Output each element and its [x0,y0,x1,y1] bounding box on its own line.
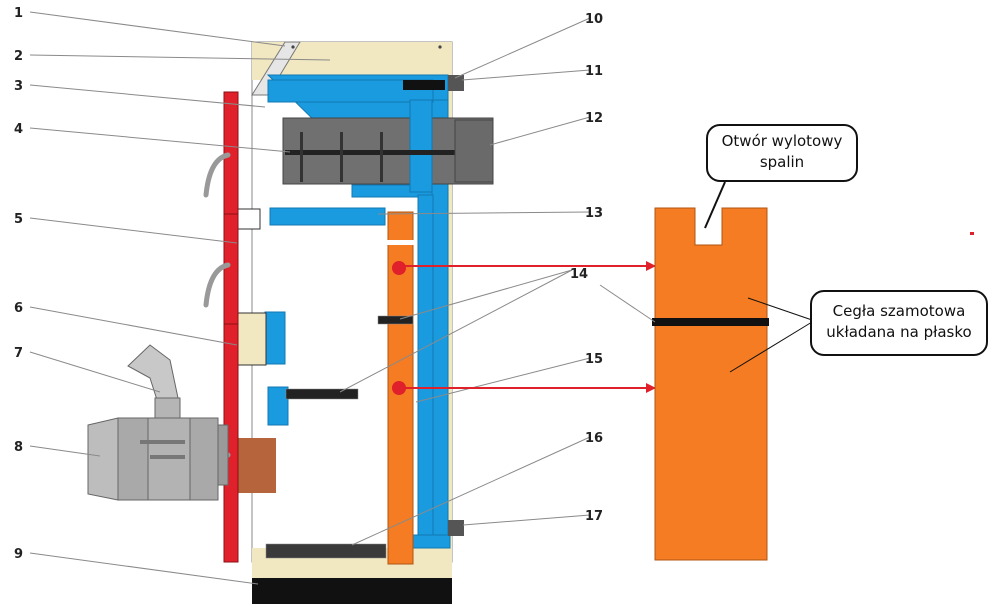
label-17: 17 [585,509,603,524]
outlet-callout-line1: Otwór wylotowy [721,132,843,150]
brick-callout-line2: układana na płasko [826,323,972,341]
leader-lines [29,11,591,585]
label-9: 9 [14,547,23,562]
baffle-lower [285,388,359,400]
boiler-base [252,578,452,604]
flue-fan [282,99,494,193]
label-13: 13 [585,206,603,221]
middle-door-frame [235,312,267,366]
label-16: 16 [585,431,603,446]
brick-callout: Cegła szamotowa układana na płasko [810,290,988,356]
flow-nozzle [448,75,464,91]
label-7: 7 [14,346,23,361]
outlet-pointer [704,181,726,229]
part-numbers: 1 2 3 4 5 6 7 8 9 10 11 12 13 14 15 16 1… [14,6,603,562]
upper-door-frame [235,208,261,230]
ash-pan [238,438,276,493]
label-4: 4 [14,122,23,137]
label-15: 15 [585,352,603,367]
brick-detail [652,207,769,561]
return-nozzle [448,520,464,536]
baffle-upper [377,315,414,325]
label-5: 5 [14,212,23,227]
brick-pointer-upper [747,297,813,321]
label-6: 6 [14,301,23,316]
firebrick-gap [384,240,414,245]
label-1: 1 [14,6,23,21]
leader-14-detail [599,284,656,323]
flow-nozzle-cap [403,80,445,90]
brick-callout-line1: Cegła szamotowa [832,302,966,320]
marker-upper [392,261,406,275]
grate [265,543,387,559]
brick-pointer-lower [729,321,813,373]
label-3: 3 [14,79,23,94]
label-12: 12 [585,111,603,126]
stray-dot [970,232,974,235]
outlet-callout-line2: spalin [759,153,805,171]
label-8: 8 [14,440,23,455]
pellet-burner [87,344,229,501]
label-11: 11 [585,64,603,79]
label-2: 2 [14,49,23,64]
label-14: 14 [570,267,588,282]
label-10: 10 [585,12,603,27]
outlet-callout: Otwór wylotowy spalin [706,124,858,182]
door-panel [223,91,239,563]
